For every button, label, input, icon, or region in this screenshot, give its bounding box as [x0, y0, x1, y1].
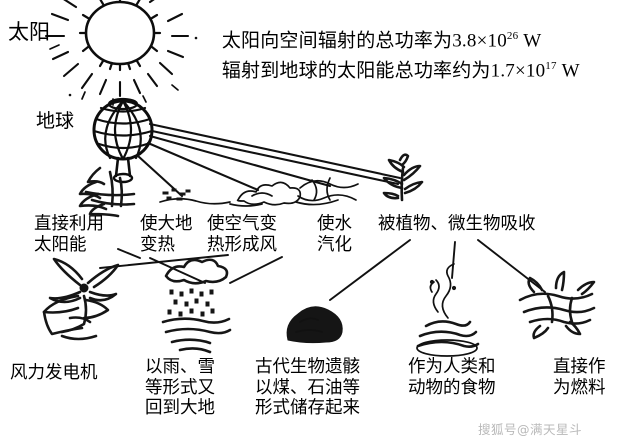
label-fuel: 直接作 为燃料 [553, 357, 606, 398]
headline-line1-text: 太阳向空间辐射的总功率为3.8 [221, 30, 477, 52]
headline-line2-text: 辐射到地球的太阳能总功率约为1.7 [221, 60, 515, 82]
turbine-icon [42, 257, 120, 341]
headline-line1-exponent: 26 [506, 30, 519, 43]
label-earth: 地球 [36, 110, 75, 132]
label-rain-snow: 以雨、雪 等形式又 回到大地 [145, 357, 215, 419]
label-air-heat: 使空气变 热形成风 [207, 214, 277, 255]
headline-line1-unit: W [523, 30, 542, 52]
energy-rays [136, 122, 402, 198]
flow-connectors [99, 239, 546, 301]
sun-icon [44, 0, 198, 106]
label-water-vapor: 使水 汽化 [317, 214, 352, 255]
wind-cloud-icon [229, 181, 302, 207]
headline-line2-base: 10 [525, 60, 546, 82]
headline-line-2: 辐射到地球的太阳能总功率约为1.7×1017 W [202, 38, 580, 106]
coal-icon [286, 306, 343, 344]
label-food: 作为人类和 动物的食物 [408, 357, 496, 398]
label-ground-heat: 使大地 变热 [140, 214, 193, 255]
water-icon [295, 177, 359, 206]
headline-line1-base: 10 [487, 30, 507, 52]
rain-cloud-icon [161, 258, 232, 354]
ground-icon [159, 188, 231, 205]
firewood-icon [518, 270, 596, 340]
foodbowl-icon [416, 263, 480, 357]
label-fossil-fuel: 古代生物遗骸 以煤、石油等 形式储存起来 [255, 357, 360, 419]
headline-line2-times: × [514, 60, 526, 82]
headline-line2-unit: W [561, 60, 580, 82]
label-direct-use: 直接利用 太阳能 [34, 214, 104, 255]
label-sun: 太阳 [8, 20, 50, 44]
label-absorbed-by-plants: 被植物、微生物吸收 [378, 214, 536, 234]
plant-icon [382, 153, 424, 202]
headline-line-1: 太阳向空间辐射的总功率为3.8×1026 W [202, 8, 541, 76]
headline-line2-exponent: 17 [545, 60, 557, 73]
label-wind-generator: 风力发电机 [10, 363, 98, 383]
globe-icon [92, 97, 154, 184]
solar-panel-icon [78, 166, 136, 218]
headline-line1-times: × [476, 30, 488, 52]
watermark: 搜狐号@满天星斗 [478, 422, 583, 437]
